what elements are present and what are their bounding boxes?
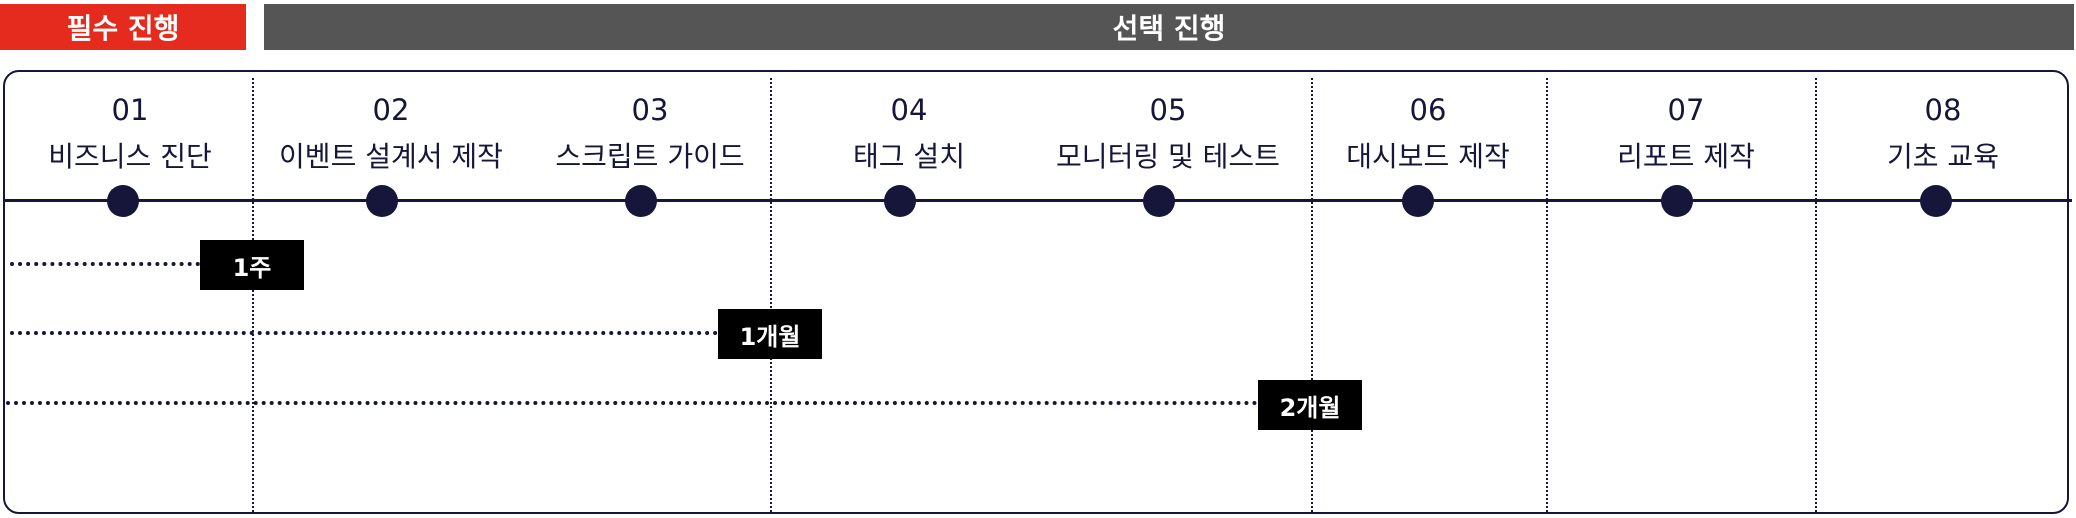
optional-phase-label: 선택 진행 (1112, 12, 1226, 45)
phase-divider (770, 78, 772, 512)
phase-divider (1311, 78, 1313, 512)
step-node (625, 185, 657, 217)
optional-phase-banner: 선택 진행 (264, 4, 2074, 50)
duration-label: 2개월 (1279, 393, 1341, 422)
duration-line-2-months (6, 401, 1258, 405)
phase-divider (1815, 78, 1817, 512)
step-number: 05 (1149, 93, 1187, 127)
step-02: 02 이벤트 설계서 제작 (261, 90, 521, 177)
step-06: 06 대시보드 제작 (1298, 90, 1558, 177)
step-number: 08 (1924, 93, 1962, 127)
duration-badge-1-week: 1주 (200, 240, 304, 290)
step-node (884, 185, 916, 217)
step-node (366, 185, 398, 217)
duration-label: 1주 (232, 253, 272, 282)
duration-badge-2-months: 2개월 (1258, 380, 1362, 430)
step-label: 이벤트 설계서 제작 (279, 140, 503, 173)
step-label: 모니터링 및 테스트 (1056, 140, 1280, 173)
timeline-axis (4, 199, 2072, 202)
duration-line-1-month (10, 331, 718, 335)
step-label: 비즈니스 진단 (48, 140, 212, 173)
step-number: 02 (372, 93, 410, 127)
step-01: 01 비즈니스 진단 (0, 90, 260, 177)
step-07: 07 리포트 제작 (1556, 90, 1816, 177)
step-node (1661, 185, 1693, 217)
step-label: 스크립트 가이드 (555, 140, 745, 173)
step-node (1402, 185, 1434, 217)
step-05: 05 모니터링 및 테스트 (1038, 90, 1298, 177)
step-label: 기초 교육 (1887, 140, 1999, 173)
duration-line-1-week (10, 262, 200, 266)
step-08: 08 기초 교육 (1813, 90, 2073, 177)
step-node (1920, 185, 1952, 217)
step-node (107, 185, 139, 217)
step-number: 07 (1667, 93, 1705, 127)
step-04: 04 태그 설치 (779, 90, 1039, 177)
duration-label: 1개월 (739, 322, 801, 351)
step-label: 대시보드 제작 (1346, 140, 1510, 173)
phase-divider (252, 78, 254, 512)
step-number: 04 (890, 93, 928, 127)
step-number: 03 (631, 93, 669, 127)
step-node (1143, 185, 1175, 217)
required-phase-banner: 필수 진행 (0, 4, 246, 50)
step-03: 03 스크립트 가이드 (520, 90, 780, 177)
step-label: 리포트 제작 (1617, 140, 1755, 173)
phase-divider (1546, 78, 1548, 512)
step-label: 태그 설치 (853, 140, 965, 173)
timeline-frame (3, 70, 2069, 514)
step-number: 06 (1409, 93, 1447, 127)
required-phase-label: 필수 진행 (66, 12, 180, 45)
duration-badge-1-month: 1개월 (718, 309, 822, 359)
step-number: 01 (111, 93, 149, 127)
